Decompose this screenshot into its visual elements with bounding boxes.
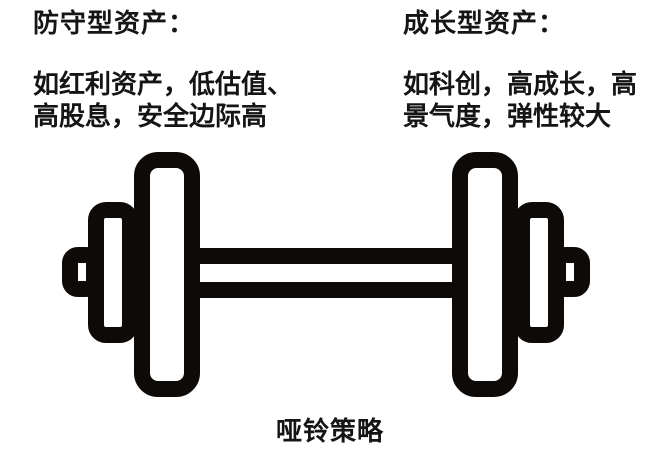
dumbbell-right-medium-plate bbox=[514, 202, 564, 343]
defensive-assets-line-1: 如红利资产，低估值、 bbox=[33, 69, 294, 99]
dumbbell-left-medium-plate bbox=[88, 202, 138, 343]
growth-assets-line-1: 如科创，高成长，高 bbox=[403, 69, 638, 99]
defensive-assets-section: 防守型资产： 如红利资产，低估值、 高股息，安全边际高 bbox=[33, 6, 363, 132]
dumbbell-icon bbox=[56, 146, 596, 402]
growth-assets-line-2: 景气度，弹性较大 bbox=[403, 101, 612, 131]
growth-assets-section: 成长型资产： 如科创，高成长，高 景气度，弹性较大 bbox=[403, 6, 660, 132]
defensive-assets-line-2: 高股息，安全边际高 bbox=[33, 101, 268, 131]
growth-assets-heading: 成长型资产： bbox=[403, 8, 566, 38]
strategy-caption: 哑铃策略 bbox=[275, 416, 384, 446]
dumbbell-bar bbox=[148, 248, 504, 298]
dumbbell-right-large-plate bbox=[452, 152, 518, 397]
defensive-assets-heading: 防守型资产： bbox=[33, 8, 196, 38]
growth-assets-description: 如科创，高成长，高 景气度，弹性较大 bbox=[403, 68, 660, 132]
dumbbell-left-large-plate bbox=[134, 152, 200, 397]
defensive-assets-description: 如红利资产，低估值、 高股息，安全边际高 bbox=[33, 68, 363, 132]
